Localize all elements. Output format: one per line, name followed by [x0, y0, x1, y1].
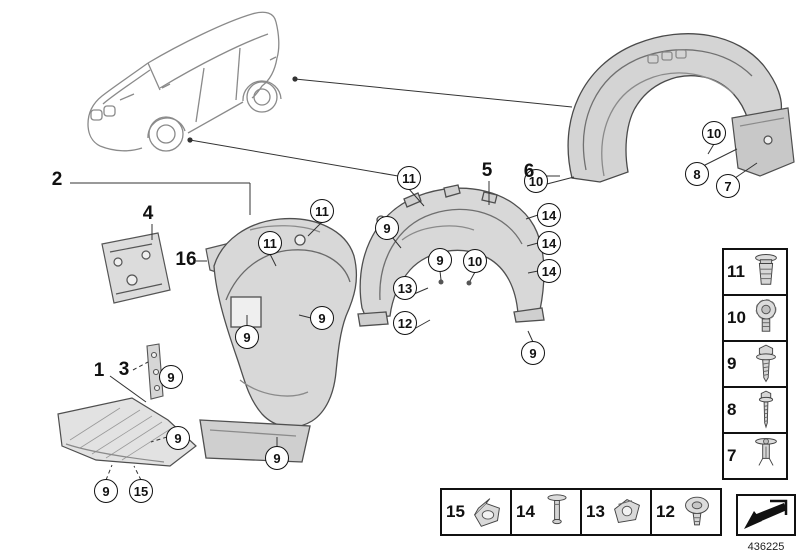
part-7-cover-panel[interactable] [731, 107, 795, 177]
circle-callout-11[interactable]: 11 [310, 199, 334, 223]
part-3-trim-strip[interactable] [146, 343, 164, 400]
circle-callout-15[interactable]: 15 [129, 479, 153, 503]
circle-callout-14[interactable]: 14 [537, 259, 561, 283]
spring-clip-icon [614, 499, 640, 524]
part-callout-4[interactable]: 4 [142, 203, 154, 224]
circle-callout-9[interactable]: 9 [159, 365, 183, 389]
legend-item-7[interactable]: 7 [722, 432, 788, 480]
legend-item-9[interactable]: 9 [722, 340, 788, 388]
circle-callout-9[interactable]: 9 [310, 306, 334, 330]
circle-callout-7[interactable]: 7 [716, 174, 740, 198]
part-callout-2[interactable]: 2 [51, 169, 63, 190]
legend-item-12[interactable]: 12 [650, 488, 722, 536]
part-4-mounting-bracket[interactable] [101, 232, 171, 304]
fastener-legend-right: 11 10 9 [722, 248, 788, 480]
plastic-rivet-icon [547, 494, 567, 525]
circle-callout-10[interactable]: 10 [463, 249, 487, 273]
circle-callout-10[interactable]: 10 [524, 169, 548, 193]
circle-callout-9[interactable]: 9 [375, 216, 399, 240]
circle-callout-10[interactable]: 10 [702, 121, 726, 145]
circle-callout-9[interactable]: 9 [265, 446, 289, 470]
car-sketch [87, 11, 282, 152]
part-callout-16[interactable]: 16 [175, 249, 197, 270]
legend-item-number: 11 [727, 262, 745, 281]
legend-item-8[interactable]: 8 [722, 386, 788, 434]
long-screw-icon [758, 390, 774, 429]
part-2-front-wheel-arch-liner[interactable] [199, 217, 358, 463]
circle-callout-11[interactable]: 11 [397, 166, 421, 190]
flange-screw-icon [756, 344, 776, 383]
circle-callout-14[interactable]: 14 [537, 203, 561, 227]
leader-anchor-dots [187, 76, 298, 143]
legend-item-10[interactable]: 10 [722, 294, 788, 342]
legend-item-number: 9 [727, 354, 737, 373]
legend-item-number: 10 [727, 308, 746, 327]
fastener-legend-bottom: 15 14 13 12 [440, 488, 722, 536]
leader-lines-dashed [105, 361, 168, 481]
washer-screw-icon [685, 496, 709, 526]
legend-item-number: 14 [516, 502, 535, 521]
circle-callout-8[interactable]: 8 [685, 162, 709, 186]
circle-callout-14[interactable]: 14 [537, 231, 561, 255]
cage-clip-icon [473, 498, 500, 527]
part-callout-5[interactable]: 5 [481, 160, 493, 181]
legend-item-number: 13 [586, 502, 605, 521]
legend-item-15[interactable]: 15 [440, 488, 512, 536]
plastic-nut-icon [755, 299, 777, 332]
legend-item-11[interactable]: 11 [722, 248, 788, 296]
legend-item-14[interactable]: 14 [510, 488, 582, 536]
circle-callout-9[interactable]: 9 [521, 341, 545, 365]
circle-callout-11[interactable]: 11 [258, 231, 282, 255]
figure-number: 436225 [747, 541, 785, 553]
part-1-underbody-cover[interactable] [57, 397, 197, 467]
circle-callout-12[interactable]: 12 [393, 311, 417, 335]
direction-arrow-icon [744, 499, 788, 529]
view-direction-box[interactable] [736, 494, 796, 536]
part-callout-6[interactable]: 6 [523, 161, 535, 182]
circle-callout-9[interactable]: 9 [428, 248, 452, 272]
legend-item-number: 15 [446, 502, 465, 521]
circle-callout-9[interactable]: 9 [94, 479, 118, 503]
part-callout-3[interactable]: 3 [118, 359, 130, 380]
circle-callout-13[interactable]: 13 [393, 276, 417, 300]
expanding-grommet-icon [755, 254, 777, 285]
expansion-rivet-icon [755, 438, 777, 466]
circle-callout-9[interactable]: 9 [235, 325, 259, 349]
legend-item-number: 7 [727, 446, 737, 465]
circle-callout-9[interactable]: 9 [166, 426, 190, 450]
part-5-front-wheel-arch-liner[interactable] [357, 184, 545, 327]
legend-item-number: 12 [656, 502, 675, 521]
part-callout-1[interactable]: 1 [93, 360, 105, 381]
part-6-rear-wheelhouse-cover[interactable] [567, 33, 783, 183]
legend-item-number: 8 [727, 400, 737, 419]
legend-item-13[interactable]: 13 [580, 488, 652, 536]
